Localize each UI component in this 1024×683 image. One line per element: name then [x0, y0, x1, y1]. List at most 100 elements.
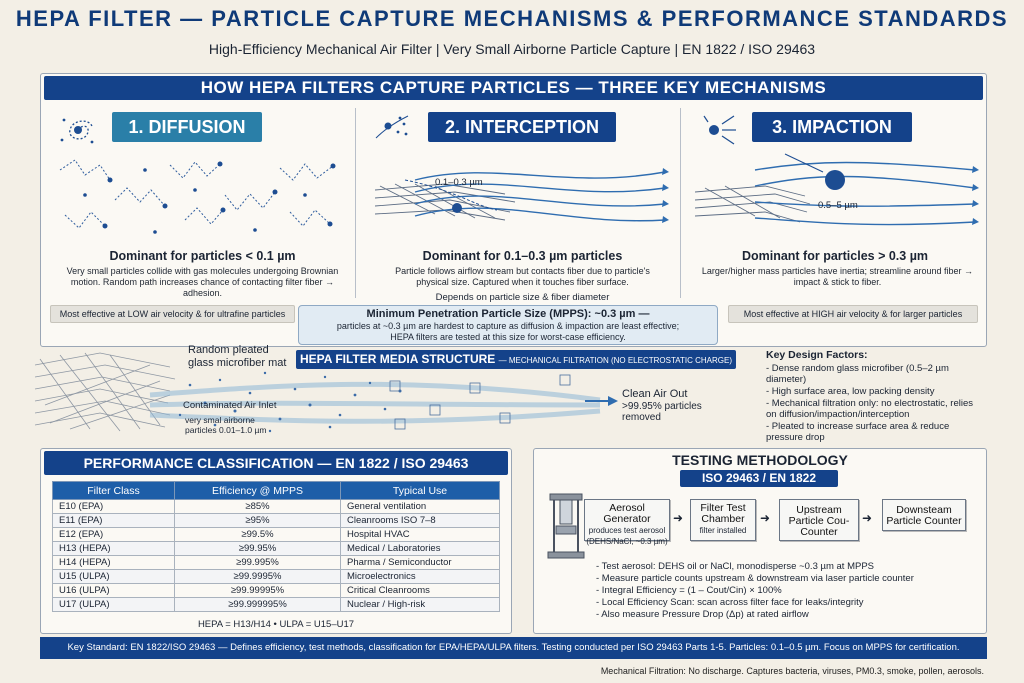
- table-cell: ≥99.5%: [174, 527, 341, 542]
- table-row: E11 (EPA)≥95%Cleanrooms ISO 7–8: [52, 513, 500, 528]
- design-factors-title: Key Design Factors:: [766, 349, 868, 361]
- classification-table-wrap: Filter Class Efficiency @ MPPS Typical U…: [52, 481, 500, 612]
- column-divider: [680, 108, 681, 298]
- inlet-label: Contaminated Air Inlet: [183, 400, 277, 411]
- arrow-icon: ➜: [673, 511, 684, 525]
- media-mat-label-line2: glass microfiber mat: [188, 357, 287, 369]
- classification-table: Filter Class Efficiency @ MPPS Typical U…: [52, 481, 500, 612]
- column-header: Efficiency @ MPPS: [174, 481, 341, 500]
- interception-dominant: Dominant for 0.1–0.3 µm particles: [422, 249, 623, 263]
- table-cell: Hospital HVAC: [340, 527, 500, 542]
- table-row: U17 (ULPA)≥99.999995%Nuclear / High-risk: [52, 597, 500, 612]
- column-header: Filter Class: [52, 481, 175, 500]
- mechanisms-banner: HOW HEPA FILTERS CAPTURE PARTICLES — THR…: [44, 76, 983, 100]
- testing-point: - Local Efficiency Scan: scan across fil…: [596, 597, 864, 608]
- mpps-title: Minimum Penetration Particle Size (MPPS)…: [366, 308, 650, 320]
- classification-note: HEPA = H13/H14 • ULPA = U15–U17: [197, 619, 355, 630]
- table-cell: U16 (ULPA): [52, 583, 175, 598]
- table-cell: Pharma / Semiconductor: [340, 555, 500, 570]
- mpps-line2: HEPA filters are tested at this size for…: [390, 332, 626, 342]
- downstream-counter-label: Downsteam Particle Counter: [886, 504, 962, 527]
- media-mat-label: Random pleated glass microfiber mat: [188, 344, 286, 370]
- downstream-counter-box: Downsteam Particle Counter: [882, 499, 966, 531]
- table-cell: General ventilation: [340, 499, 500, 514]
- aerosol-generator-sub: produces test aerosol (DEHS/NaCl, ~0.3 µ…: [586, 526, 668, 546]
- table-cell: ≥99.99995%: [174, 583, 341, 598]
- arrow-icon: ➜: [862, 511, 873, 525]
- media-banner-sub: — MECHANICAL FILTRATION (NO ELECTROSTATI…: [498, 356, 733, 365]
- page-title: HEPA FILTER — PARTICLE CAPTURE MECHANISM…: [15, 6, 1009, 31]
- column-header: Typical Use: [340, 481, 500, 500]
- filter-media-illustration: [34, 352, 618, 433]
- aerosol-generator-label: Aerosol Generator: [603, 502, 651, 525]
- bottom-note: Mechanical Filtration: No discharge. Cap…: [600, 666, 984, 676]
- table-header-row: Filter Class Efficiency @ MPPS Typical U…: [52, 481, 500, 500]
- design-factor-item: - Pleated to increase surface area & red…: [766, 421, 950, 443]
- testing-point: - Measure particle counts upstream & dow…: [596, 573, 914, 584]
- diffusion-icon: [60, 118, 94, 144]
- aerosol-generator-box: Aerosol Generator produces test aerosol …: [584, 499, 670, 546]
- inlet-sub-line1: very smal airborne: [185, 415, 255, 425]
- testing-points: - Test aerosol: DEHS oil or NaCl, monodi…: [596, 561, 981, 621]
- interception-description: Particle follows airflow stream but cont…: [395, 266, 650, 287]
- page-subtitle: High-Efficiency Mechanical Air Filter | …: [208, 41, 816, 57]
- testing-title: TESTING METHODOLOGY: [672, 452, 848, 468]
- impaction-note: Most effective at HIGH air velocity & fo…: [728, 305, 978, 323]
- impaction-title: 3. IMPACTION: [752, 112, 912, 142]
- column-divider: [355, 108, 356, 298]
- impaction-description: Larger/higher mass particles have inerti…: [701, 266, 974, 287]
- table-cell: U15 (ULPA): [52, 569, 175, 584]
- table-cell: Critical Cleanrooms: [340, 583, 500, 598]
- outlet-label-line2: removed: [622, 412, 661, 423]
- filter-chamber-sub: filter installed: [699, 526, 747, 535]
- table-cell: ≥99.999995%: [174, 597, 341, 612]
- table-cell: ≥99.9995%: [174, 569, 341, 584]
- table-row: E10 (EPA)≥85%General ventilation: [52, 499, 500, 514]
- design-factors-list: - Dense random glass microfiber (0.5–2 µ…: [766, 363, 981, 443]
- testing-point: - Also measure Pressure Drop (Δp) at rat…: [596, 609, 809, 620]
- design-factor-item: - Dense random glass microfiber (0.5–2 µ…: [766, 363, 949, 385]
- classification-title: PERFORMANCE CLASSIFICATION — EN 1822 / I…: [44, 451, 508, 475]
- interception-size-label: 0.1–0.3 µm: [435, 177, 483, 188]
- upstream-counter-box: Upstream Particle Cou-Counter: [779, 499, 859, 541]
- table-cell: E10 (EPA): [52, 499, 175, 514]
- testing-point: - Integral Efficiency = (1 – Cout/Cin) ×…: [596, 585, 782, 596]
- outlet-label-line1: >99.95% particles: [622, 401, 702, 412]
- inlet-sub: very smal airborne particles 0.01–1.0 µm: [185, 415, 266, 435]
- diffusion-description: Very small particles collide with gas mo…: [66, 266, 339, 298]
- table-cell: ≥99.995%: [174, 555, 341, 570]
- design-factor-item: - High surface area, low packing density: [766, 386, 935, 397]
- table-cell: H14 (HEPA): [52, 555, 175, 570]
- table-cell: Microelectronics: [340, 569, 500, 584]
- design-factor-item: - Mechanical filtration only: no electro…: [766, 398, 973, 420]
- table-cell: H13 (HEPA): [52, 541, 175, 556]
- arrow-icon: ➜: [760, 511, 771, 525]
- filter-chamber-label: Filter Test Chamber: [700, 502, 746, 525]
- table-row: H13 (HEPA)≥99.95%Medical / Laboratories: [52, 541, 500, 556]
- diffusion-note: Most effective at LOW air velocity & for…: [50, 305, 295, 323]
- table-cell: Nuclear / High-risk: [340, 597, 500, 612]
- testing-point: - Test aerosol: DEHS oil or NaCl, monodi…: [596, 561, 875, 572]
- media-banner-main: HEPA FILTER MEDIA STRUCTURE: [299, 352, 496, 366]
- outlet-label: Clean Air Out >99.95% particles removed: [622, 389, 702, 424]
- table-row: U16 (ULPA)≥99.99995%Critical Cleanrooms: [52, 583, 500, 598]
- diffusion-illustration: [59, 159, 336, 234]
- interception-note: Depends on particle size & fiber diamete…: [435, 292, 610, 303]
- diffusion-dominant: Dominant for particles < 0.1 µm: [109, 249, 296, 263]
- diffusion-title: 1. DIFFUSION: [112, 112, 262, 142]
- table-cell: Medical / Laboratories: [340, 541, 500, 556]
- upstream-counter-label: Upstream Particle Cou-Counter: [788, 504, 850, 538]
- table-cell: U17 (ULPA): [52, 597, 175, 612]
- inlet-sub-line2: particles 0.01–1.0 µm: [185, 425, 267, 435]
- media-mat-label-line1: Random pleated: [188, 344, 269, 356]
- media-banner: HEPA FILTER MEDIA STRUCTURE — MECHANICAL…: [296, 350, 736, 369]
- table-row: U15 (ULPA)≥99.9995%Microelectronics: [52, 569, 500, 584]
- impaction-size-label: 0.5–5 µm: [818, 200, 858, 211]
- interception-title: 2. INTERCEPTION: [428, 112, 616, 142]
- interception-illustration: [375, 168, 669, 223]
- table-row: H14 (HEPA)≥99.995%Pharma / Semiconductor: [52, 555, 500, 570]
- impaction-illustration: [695, 153, 979, 226]
- mpps-line1: particles at ~0.3 µm are hardest to capt…: [336, 321, 680, 331]
- table-cell: E11 (EPA): [52, 513, 175, 528]
- impaction-dominant: Dominant for particles > 0.3 µm: [741, 249, 929, 263]
